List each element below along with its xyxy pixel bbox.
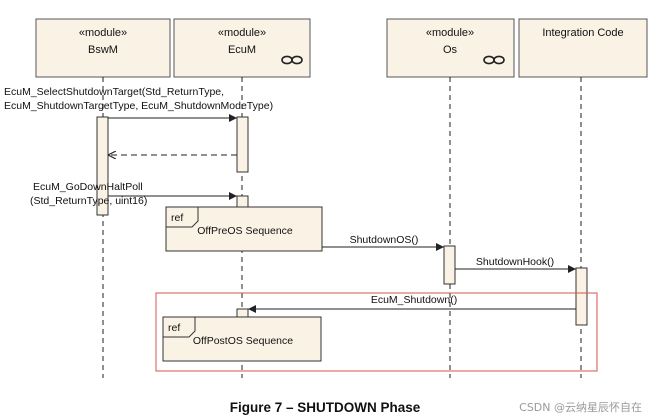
fragment-title: OffPostOS Sequence bbox=[193, 335, 293, 347]
message-label: ShutdownHook() bbox=[476, 256, 554, 268]
fragment-tag: ref bbox=[168, 322, 180, 334]
activation-bar-ecum-godown bbox=[236, 195, 249, 209]
participant-name: Os bbox=[443, 44, 458, 56]
message-shutdown-hook: ShutdownHook() bbox=[455, 256, 576, 273]
watermark: CSDN @云纳星辰怀自在 bbox=[519, 401, 642, 414]
participant-stereotype: «module» bbox=[79, 27, 127, 39]
message-label: ShutdownOS() bbox=[350, 234, 419, 246]
message-go-down-halt-poll: EcuM_GoDownHaltPoll (Std_ReturnType, uin… bbox=[30, 181, 237, 207]
participant-ecum: «module» EcuM bbox=[173, 18, 311, 78]
message-label: EcuM_Shutdown() bbox=[371, 294, 457, 306]
figure-caption: Figure 7 – SHUTDOWN Phase bbox=[229, 400, 421, 415]
participant-os: «module» Os bbox=[386, 18, 515, 78]
participant-name: BswM bbox=[88, 44, 118, 56]
message-label: (Std_ReturnType, uint16) bbox=[30, 195, 147, 207]
activation-bar-bswm bbox=[96, 116, 109, 216]
highlight-box bbox=[155, 292, 598, 372]
participant-stereotype: «module» bbox=[218, 27, 266, 39]
activation-bar-integration-code bbox=[575, 267, 588, 326]
component-link-icon bbox=[483, 55, 505, 65]
ref-fragment-offpreos: ref OffPreOS Sequence bbox=[165, 206, 323, 252]
participant-name: Integration Code bbox=[542, 27, 623, 39]
message-label: EcuM_GoDownHaltPoll bbox=[33, 181, 143, 193]
fragment-title: OffPreOS Sequence bbox=[197, 225, 293, 237]
participant-name: EcuM bbox=[228, 44, 256, 56]
activation-bar-os bbox=[443, 245, 456, 285]
activation-bar-ecum-shutdown bbox=[236, 308, 249, 318]
participant-stereotype: «module» bbox=[426, 27, 474, 39]
message-shutdown-os: ShutdownOS() bbox=[322, 234, 444, 251]
message-select-shutdown-target: EcuM_SelectShutdownTarget(Std_ReturnType… bbox=[4, 86, 273, 122]
participant-bswm: «module» BswM bbox=[35, 18, 171, 78]
component-link-icon bbox=[281, 55, 303, 65]
activation-bar-ecum-select bbox=[236, 116, 249, 173]
message-label: EcuM_SelectShutdownTarget(Std_ReturnType… bbox=[4, 86, 224, 98]
message-label: EcuM_ShutdownTargetType, EcuM_ShutdownMo… bbox=[4, 100, 273, 112]
participant-integration-code: Integration Code bbox=[518, 18, 648, 78]
fragment-tag: ref bbox=[171, 212, 183, 224]
ref-fragment-offpostos: ref OffPostOS Sequence bbox=[162, 316, 322, 362]
message-ecum-shutdown: EcuM_Shutdown() bbox=[248, 294, 576, 313]
